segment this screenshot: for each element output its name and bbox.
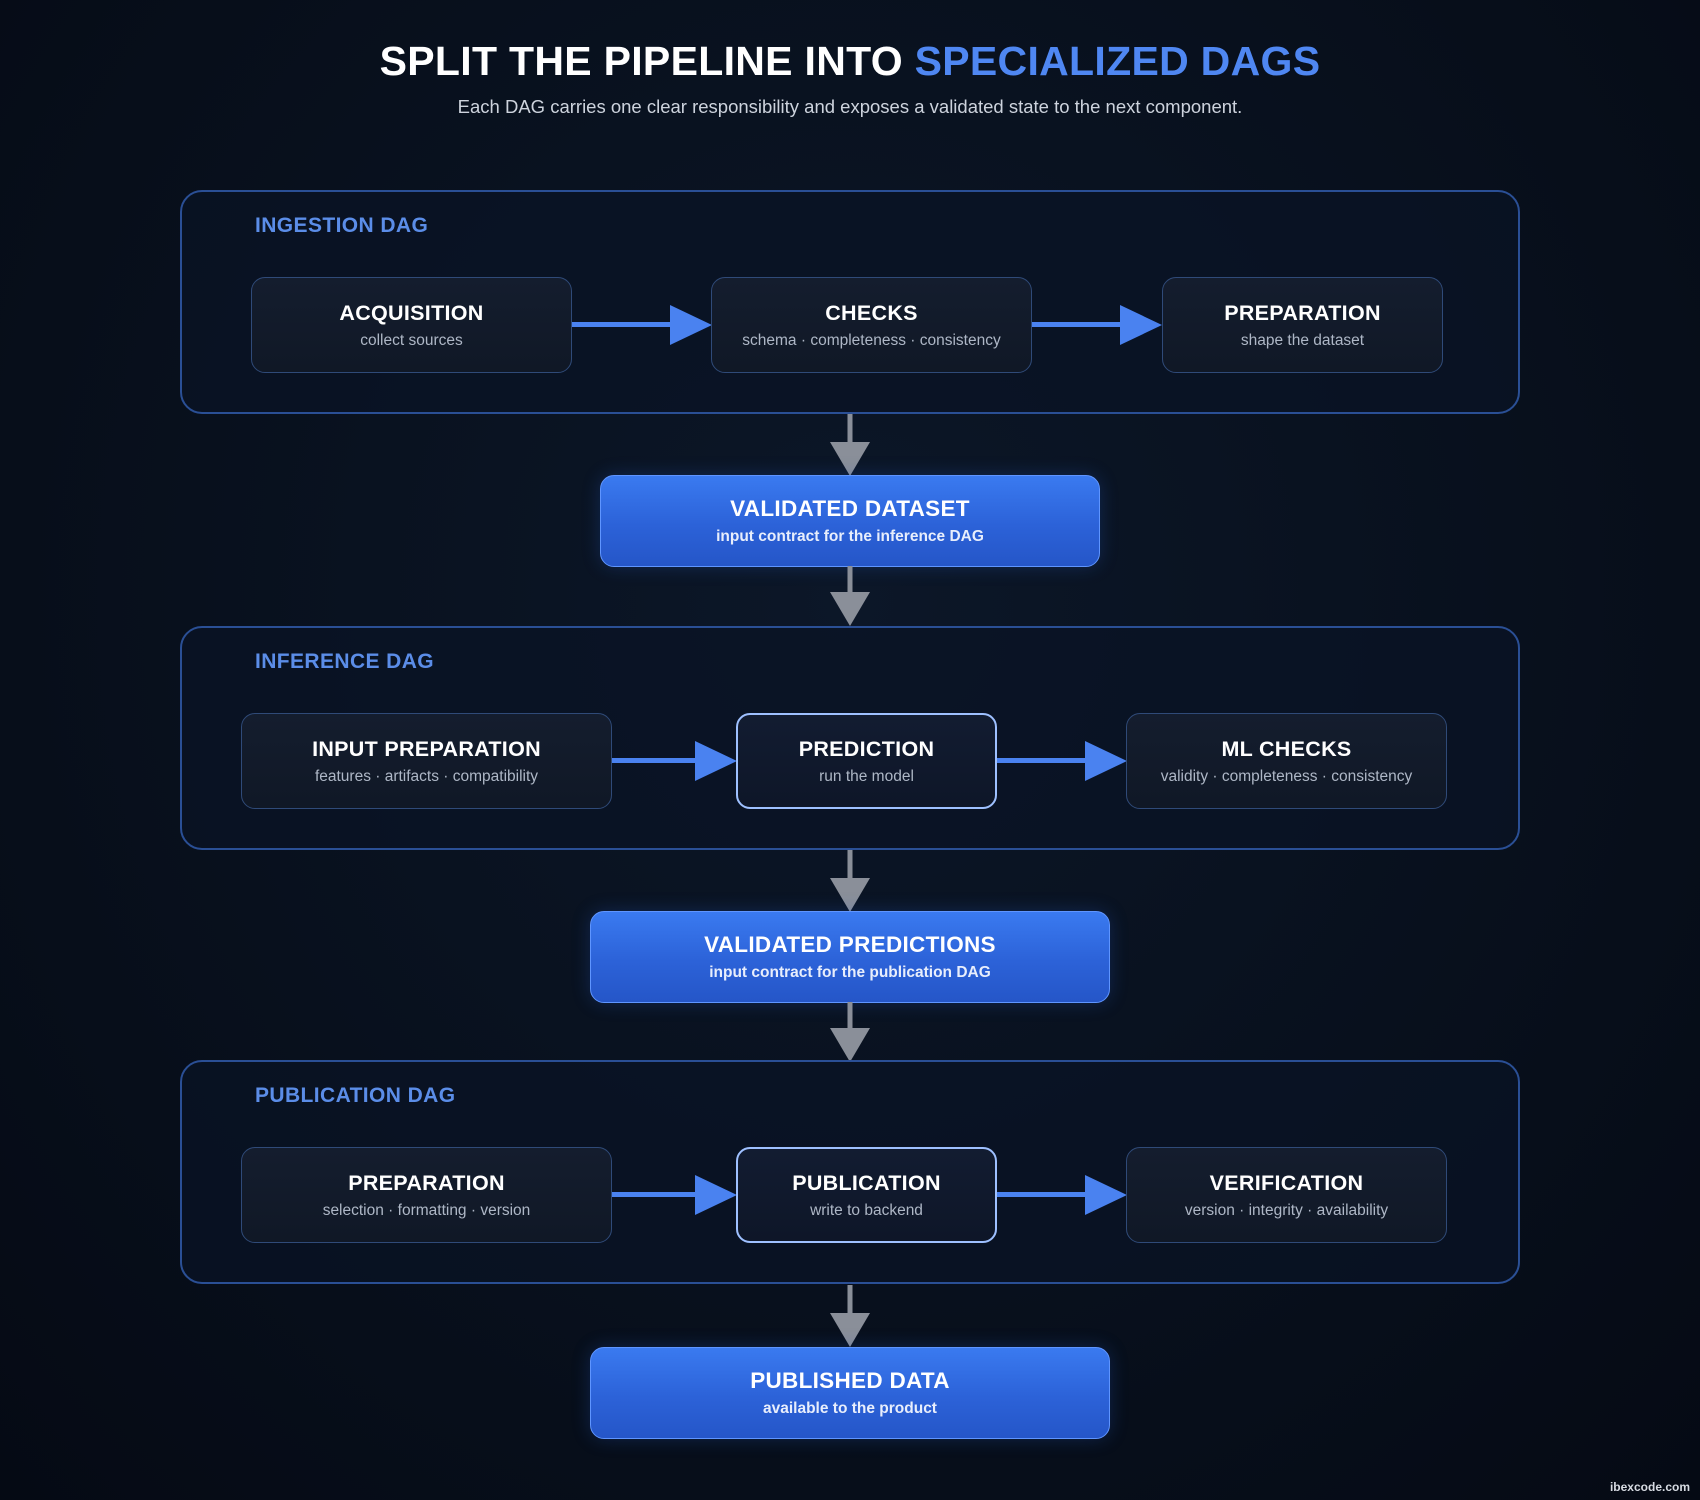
step-subtitle: features · artifacts · compatibility xyxy=(314,767,539,785)
step-subtitle: shape the dataset xyxy=(1240,331,1365,349)
step-subtitle: run the model xyxy=(819,767,914,785)
title-accent: SPECIALIZED DAGS xyxy=(914,38,1321,84)
ml-checks-step[interactable]: ML CHECKS validity · completeness · cons… xyxy=(1126,713,1447,809)
contract-title: VALIDATED DATASET xyxy=(730,496,970,521)
flow-arrow-icon xyxy=(572,305,712,345)
publication-step[interactable]: PUBLICATION write to backend xyxy=(736,1147,997,1243)
prediction-step[interactable]: PREDICTION run the model xyxy=(736,713,997,809)
page-title: SPLIT THE PIPELINE INTO SPECIALIZED DAGS xyxy=(0,38,1700,85)
dag-label: INFERENCE DAG xyxy=(255,650,435,673)
flow-arrow-icon xyxy=(997,1175,1127,1215)
down-arrow-icon xyxy=(830,414,870,476)
step-title: ML CHECKS xyxy=(1221,736,1352,761)
validated-dataset-contract[interactable]: VALIDATED DATASET input contract for the… xyxy=(600,475,1100,567)
step-title: PREPARATION xyxy=(348,1170,505,1195)
step-subtitle: validity · completeness · consistency xyxy=(1160,767,1413,785)
dag-label: PUBLICATION DAG xyxy=(255,1084,456,1107)
acquisition-step[interactable]: ACQUISITION collect sources xyxy=(251,277,572,373)
validated-predictions-contract[interactable]: VALIDATED PREDICTIONS input contract for… xyxy=(590,911,1110,1003)
contract-subtitle: input contract for the publication DAG xyxy=(709,964,991,981)
step-title: CHECKS xyxy=(825,300,918,325)
step-subtitle: write to backend xyxy=(810,1201,923,1219)
down-arrow-icon xyxy=(830,1285,870,1347)
dag-label: INGESTION DAG xyxy=(255,214,429,237)
watermark: ibexcode.com xyxy=(1609,1480,1690,1494)
publication-dag-group: PUBLICATION DAG PREPARATION selection · … xyxy=(180,1060,1520,1284)
page-subtitle: Each DAG carries one clear responsibilit… xyxy=(457,96,1243,117)
step-title: PREPARATION xyxy=(1224,300,1381,325)
down-arrow-icon xyxy=(830,1002,870,1062)
step-title: PUBLICATION xyxy=(792,1170,941,1195)
step-title: PREDICTION xyxy=(798,736,935,761)
preparation-step[interactable]: PREPARATION selection · formatting · ver… xyxy=(241,1147,612,1243)
published-data-contract[interactable]: PUBLISHED DATA available to the product xyxy=(590,1347,1110,1439)
step-subtitle: selection · formatting · version xyxy=(322,1201,531,1219)
down-arrow-icon xyxy=(830,566,870,626)
step-title: ACQUISITION xyxy=(339,300,484,325)
verification-step[interactable]: VERIFICATION version · integrity · avail… xyxy=(1126,1147,1447,1243)
inference-dag-group: INFERENCE DAG INPUT PREPARATION features… xyxy=(180,626,1520,850)
preparation-step[interactable]: PREPARATION shape the dataset xyxy=(1162,277,1443,373)
contract-subtitle: input contract for the inference DAG xyxy=(716,528,984,545)
flow-arrow-icon xyxy=(612,1175,737,1215)
input-preparation-step[interactable]: INPUT PREPARATION features · artifacts ·… xyxy=(241,713,612,809)
step-subtitle: schema · completeness · consistency xyxy=(742,331,1001,349)
flow-arrow-icon xyxy=(997,741,1127,781)
step-title: VERIFICATION xyxy=(1209,1170,1364,1195)
flow-arrow-icon xyxy=(612,741,737,781)
contract-subtitle: available to the product xyxy=(763,1400,937,1417)
title-main: SPLIT THE PIPELINE INTO xyxy=(379,38,915,84)
ingestion-dag-group: INGESTION DAG ACQUISITION collect source… xyxy=(180,190,1520,414)
checks-step[interactable]: CHECKS schema · completeness · consisten… xyxy=(711,277,1032,373)
step-title: INPUT PREPARATION xyxy=(312,736,541,761)
step-subtitle: version · integrity · availability xyxy=(1184,1201,1389,1219)
contract-title: PUBLISHED DATA xyxy=(750,1368,950,1393)
contract-title: VALIDATED PREDICTIONS xyxy=(704,932,996,957)
down-arrow-icon xyxy=(830,850,870,912)
flow-arrow-icon xyxy=(1032,305,1162,345)
step-subtitle: collect sources xyxy=(360,331,463,349)
